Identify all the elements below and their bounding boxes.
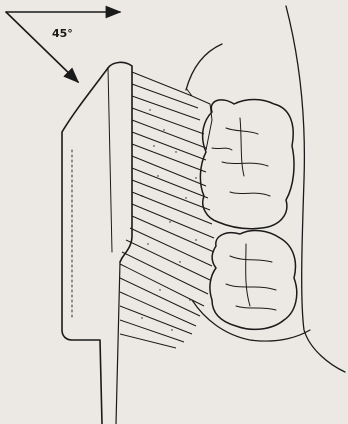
angle-indicator: 45° (6, 12, 120, 82)
lower-molar (210, 231, 297, 330)
bristles (120, 72, 214, 348)
angle-label: 45° (52, 27, 73, 40)
toothbrush-head (62, 62, 132, 424)
bristle-stipple (141, 109, 196, 330)
upper-molar (200, 100, 294, 229)
gum-line (186, 6, 345, 372)
diagonal-arrow (6, 12, 78, 82)
